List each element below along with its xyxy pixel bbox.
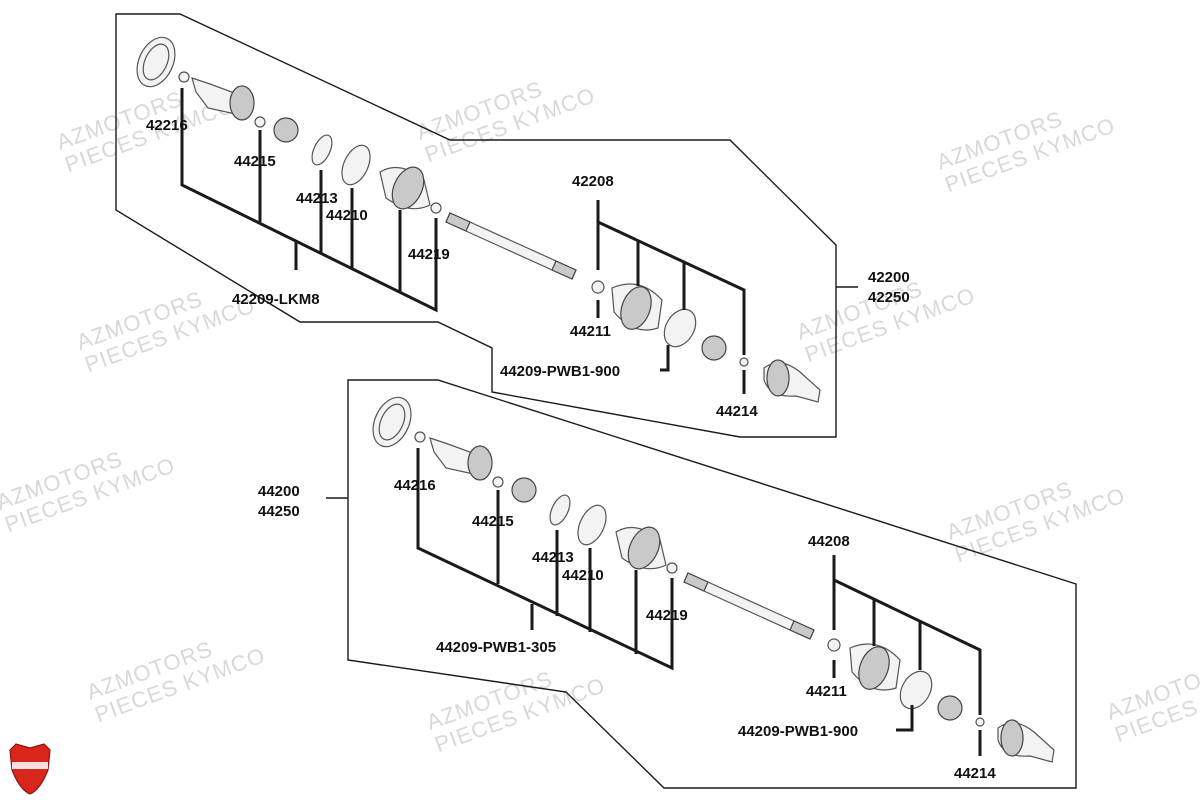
part-band-b <box>899 670 933 710</box>
part-boot <box>615 526 667 570</box>
label-44219: 44219 <box>646 607 688 624</box>
leader-boot-kit-b <box>660 345 670 372</box>
label-42216: 42216 <box>146 117 188 134</box>
azmotors-logo <box>9 743 51 795</box>
part-circlip-44219 <box>666 562 678 574</box>
part-circlip-44211 <box>827 638 841 652</box>
part-clip-44215 <box>492 476 504 488</box>
assembly-lower: 44216 44215 44213 44210 44219 44209-PWB1… <box>258 379 1077 789</box>
label-boot-kit-b: 44209-PWB1-900 <box>738 723 858 740</box>
assembly-upper: 42216 44215 44213 44210 44219 42209-LKM8… <box>115 13 910 438</box>
part-shaft <box>445 212 577 280</box>
part-clip-44214 <box>739 357 749 367</box>
label-boot-kit: 42209-LKM8 <box>232 291 320 308</box>
part-outer-joint <box>429 437 493 481</box>
label-44211: 44211 <box>570 323 611 340</box>
label-44214: 44214 <box>716 403 758 420</box>
label-44214: 44214 <box>954 765 996 782</box>
leader-kit-b-bar <box>833 578 982 715</box>
label-44219: 44219 <box>408 246 450 263</box>
part-nut <box>511 477 537 503</box>
part-seal-ring <box>136 36 176 88</box>
part-boot-b <box>849 643 901 691</box>
leader-boot-kit <box>180 88 438 313</box>
label-44213: 44213 <box>532 549 574 566</box>
part-band-44213 <box>549 494 571 526</box>
label-44211: 44211 <box>806 683 847 700</box>
part-nut <box>273 117 299 143</box>
part-seal-ring <box>372 396 412 448</box>
leader-boot-kit <box>416 448 674 671</box>
part-nut-b <box>937 695 963 721</box>
part-shaft <box>683 572 815 640</box>
label-assembly-number-2: 42250 <box>868 289 910 306</box>
part-nut-b <box>701 335 727 361</box>
part-band-44210 <box>577 504 607 546</box>
leader-kit-b-bar <box>597 220 746 355</box>
part-boot-b <box>611 283 663 331</box>
part-clip-44214 <box>975 717 985 727</box>
label-44208: 44208 <box>808 533 850 550</box>
part-band-44213 <box>311 134 333 166</box>
label-44213: 44213 <box>296 190 338 207</box>
label-boot-kit-b: 44209-PWB1-900 <box>500 363 620 380</box>
label-44215: 44215 <box>234 153 276 170</box>
assembly-lower-frame <box>347 379 1077 789</box>
part-inner-joint <box>763 359 821 403</box>
part-band-b <box>663 308 697 348</box>
label-42208: 42208 <box>572 173 614 190</box>
label-assembly-number-2: 44250 <box>258 503 300 520</box>
label-assembly-number-1: 42200 <box>868 269 910 286</box>
label-boot-kit: 44209-PWB1-305 <box>436 639 556 656</box>
leader-boot-kit-b <box>896 705 914 732</box>
part-clip-44216 <box>414 431 426 443</box>
part-boot <box>379 166 431 210</box>
label-44216: 44216 <box>394 477 436 494</box>
part-inner-joint <box>997 719 1055 763</box>
assembly-upper-frame <box>115 13 837 438</box>
logo-band <box>12 762 48 769</box>
label-44210: 44210 <box>562 567 604 584</box>
part-band-44210 <box>341 144 371 186</box>
part-clip-42216 <box>178 71 190 83</box>
part-circlip-44219 <box>430 202 442 214</box>
label-44210: 44210 <box>326 207 368 224</box>
part-outer-joint <box>191 77 255 121</box>
part-circlip-44211 <box>591 280 605 294</box>
label-44215: 44215 <box>472 513 514 530</box>
part-clip-44215 <box>254 116 266 128</box>
label-assembly-number-1: 44200 <box>258 483 300 500</box>
